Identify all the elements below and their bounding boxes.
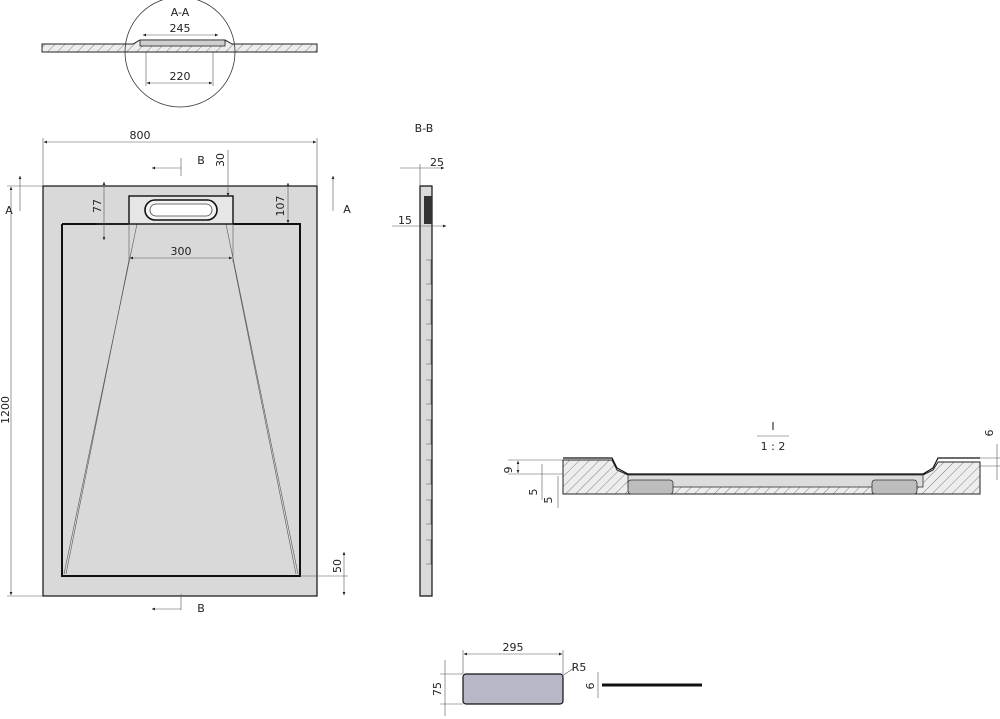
section-bb-profile (419, 185, 433, 597)
detail-i-top-surface (563, 457, 980, 475)
section-aa-title: A-A (171, 6, 190, 19)
tray-outline (42, 185, 318, 597)
detail-i-label: I (771, 420, 774, 433)
grate-radius: R5 (572, 661, 587, 674)
section-aa-dim-outer: 245 (170, 22, 191, 35)
section-bb-view: B-B 25 15 (392, 122, 447, 597)
detail-i-dim-5a: 5 (527, 489, 540, 496)
section-bb-dim-top: 25 (430, 156, 444, 169)
section-a-label-right: A (343, 203, 351, 216)
plan-view: 800 1200 300 30 77 107 50 A A B (0, 129, 351, 615)
section-bb-dim-depth: 15 (398, 214, 412, 227)
section-a-label-left: A (5, 204, 13, 217)
slope-line-right-2 (232, 259, 297, 575)
plan-dim-top-offset: 77 (91, 199, 104, 213)
plan-dim-bottom-margin: 50 (331, 559, 344, 573)
detail-i-channel (627, 474, 924, 488)
section-aa-dim-inner: 220 (170, 70, 191, 83)
section-bb-drain (424, 196, 432, 224)
section-aa-view: A-A 245 220 (41, 0, 318, 108)
grate-dim-width: 295 (503, 641, 524, 654)
grate-detail-view: 295 75 R5 6 (431, 641, 702, 716)
plan-dim-top-offset-right: 107 (274, 196, 287, 217)
section-b-label-top: B (197, 154, 205, 167)
detail-i-dim-9: 9 (502, 467, 515, 474)
section-bb-title: B-B (415, 122, 434, 135)
plan-dim-grate-width: 300 (171, 245, 192, 258)
section-aa-drain-insert (139, 39, 226, 47)
grate-plate (462, 673, 564, 705)
detail-i-dim-5b: 5 (542, 497, 555, 504)
grate-dim-thickness: 6 (584, 683, 597, 690)
plan-dim-width: 800 (130, 129, 151, 142)
section-bb-ribs (426, 259, 432, 565)
detail-i-view: I 1 : 2 9 5 5 6 (502, 420, 1000, 508)
plan-dim-height: 1200 (0, 396, 12, 424)
slope-line-right (225, 223, 299, 575)
section-b-label-bottom: B (197, 602, 205, 615)
slope-line-left-2 (65, 259, 130, 575)
section-aa-detail-circle (124, 0, 236, 108)
grate-radius-leader (561, 667, 575, 677)
detail-i-foot-left (627, 479, 674, 495)
drain-grate-slot-inner (149, 203, 213, 217)
detail-i-dim-6: 6 (983, 430, 996, 437)
grate-dim-height: 75 (431, 682, 444, 696)
slope-line-left (63, 223, 138, 575)
plan-dim-grate-depth: 30 (214, 153, 227, 167)
detail-i-scale: 1 : 2 (761, 440, 786, 453)
detail-i-foot-right (871, 479, 918, 495)
